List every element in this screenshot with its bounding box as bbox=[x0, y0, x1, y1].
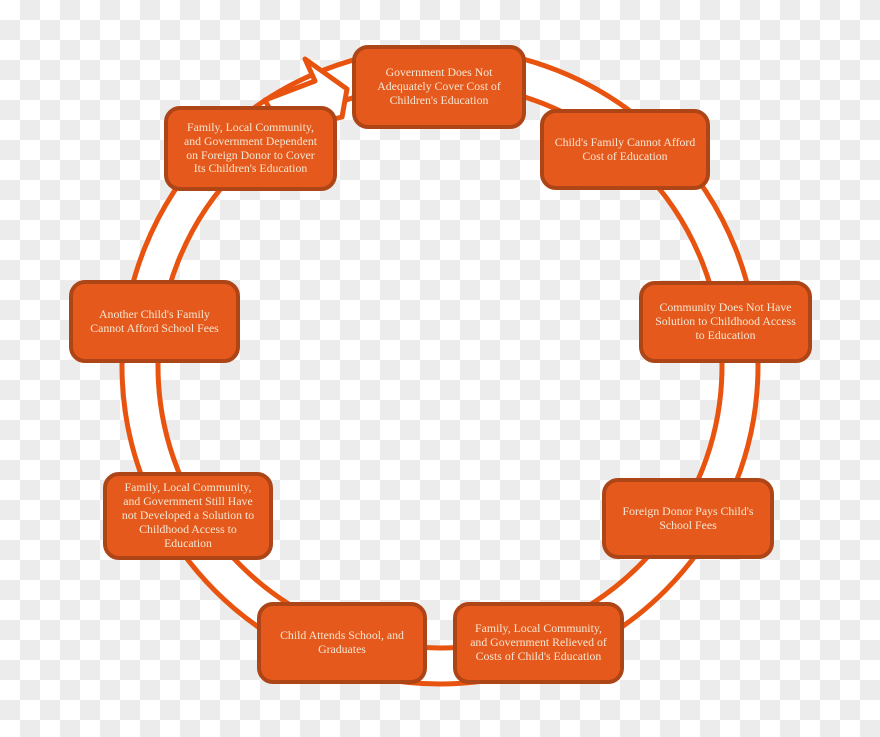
cycle-node-child-graduates: Child Attends School, and Graduates bbox=[257, 602, 427, 684]
cycle-node-family-cannot-afford: Child's Family Cannot Afford Cost of Edu… bbox=[540, 109, 710, 190]
cycle-node-costs-relieved: Family, Local Community, and Government … bbox=[453, 602, 624, 684]
cycle-node-community-no-solution: Community Does Not Have Solution to Chil… bbox=[639, 281, 812, 363]
cycle-node-dependent-on-donor: Family, Local Community, and Government … bbox=[164, 106, 337, 191]
cycle-node-still-no-solution: Family, Local Community, and Government … bbox=[103, 472, 273, 560]
cycle-node-government-underfunds-education: Government Does Not Adequately Cover Cos… bbox=[352, 45, 526, 129]
cycle-node-foreign-donor-pays: Foreign Donor Pays Child's School Fees bbox=[602, 478, 774, 559]
cycle-node-another-family-cannot-afford: Another Child's Family Cannot Afford Sch… bbox=[69, 280, 240, 363]
